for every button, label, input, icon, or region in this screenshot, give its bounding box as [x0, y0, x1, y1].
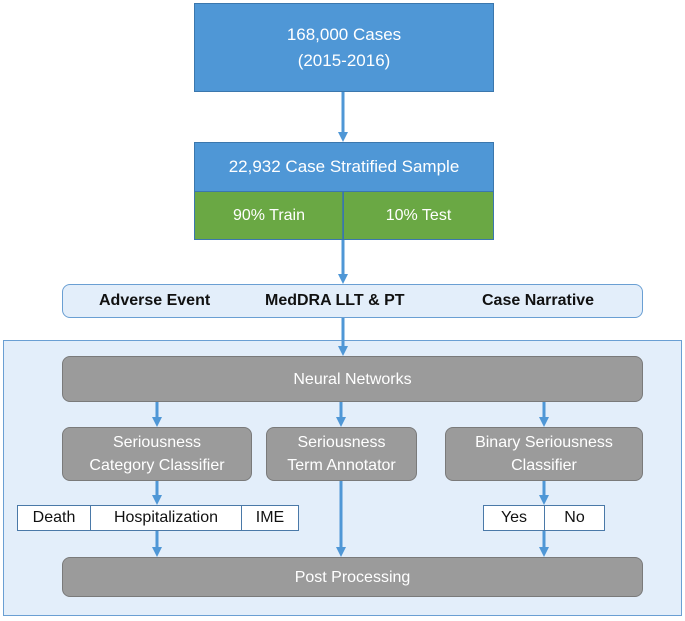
term-annotator-line1: Seriousness: [297, 434, 386, 451]
case-narrative-label: Case Narrative: [482, 292, 595, 309]
adverse-event-label: Adverse Event: [99, 292, 211, 309]
output-no-label: No: [564, 509, 585, 526]
category-classifier-line2: Category Classifier: [89, 457, 225, 474]
train-label: 90% Train: [232, 206, 306, 224]
category-classifier-line1: Seriousness: [112, 434, 202, 451]
post-processing-label: Post Processing: [294, 568, 411, 586]
test-box: 10% Test: [343, 191, 494, 240]
neural-networks-box: Neural Networks: [62, 356, 643, 402]
output-hospitalization-label: Hospitalization: [113, 509, 219, 526]
output-yes-label: Yes: [500, 509, 528, 526]
output-hospitalization: Hospitalization: [90, 505, 242, 531]
binary-classifier-box: Binary Seriousness Classifier: [445, 427, 643, 481]
binary-classifier-line1: Binary Seriousness: [475, 434, 613, 451]
neural-networks-label: Neural Networks: [293, 370, 412, 388]
inputs-bar: Adverse Event MedDRA LLT & PT Case Narra…: [62, 284, 643, 318]
term-annotator-line2: Term Annotator: [287, 457, 396, 474]
binary-classifier-line2: Classifier: [511, 457, 577, 474]
category-classifier-box: Seriousness Category Classifier: [62, 427, 252, 481]
output-death: Death: [17, 505, 91, 531]
cases-years: (2015-2016): [297, 50, 391, 70]
stratified-sample-box: 22,932 Case Stratified Sample: [194, 142, 494, 192]
output-ime: IME: [241, 505, 299, 531]
cases-box: 168,000 Cases (2015-2016): [194, 3, 494, 92]
output-yes: Yes: [483, 505, 545, 531]
output-death-label: Death: [32, 509, 76, 526]
train-box: 90% Train: [194, 191, 344, 240]
cases-count: 168,000 Cases: [286, 24, 402, 44]
post-processing-box: Post Processing: [62, 557, 643, 597]
stratified-sample-label: 22,932 Case Stratified Sample: [228, 157, 460, 176]
output-no: No: [544, 505, 605, 531]
meddra-label: MedDRA LLT & PT: [265, 292, 405, 309]
test-label: 10% Test: [385, 206, 452, 224]
term-annotator-box: Seriousness Term Annotator: [266, 427, 417, 481]
output-ime-label: IME: [255, 509, 285, 526]
